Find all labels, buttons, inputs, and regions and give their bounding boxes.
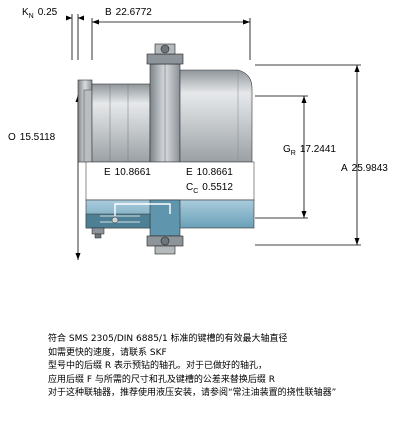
note-line: 型号中的后缀 R 表示预钻的轴孔。对于已做好的轴孔， bbox=[48, 361, 267, 372]
note-line: 符合 SMS 2305/DIN 6885/1 标准的键槽的有效最大轴直径 bbox=[48, 334, 288, 344]
note-line: 如需更快的速度，请联系 SKF bbox=[48, 347, 167, 358]
note-line: 对于这种联轴器，推荐使用液压安装，请参阅“常注油装置的挠性联轴器” bbox=[48, 388, 337, 399]
bolt-bottom-icon bbox=[146, 235, 184, 255]
coupling-sleeve bbox=[77, 63, 253, 163]
bolt-top-icon bbox=[146, 43, 184, 65]
screw-icon bbox=[91, 227, 105, 239]
notes-block: 符合 SMS 2305/DIN 6885/1 标准的键槽的有效最大轴直径 如需更… bbox=[48, 333, 404, 401]
coupling-section bbox=[85, 161, 255, 237]
note-line: 应用后缀 F 与所需的尺寸和孔及键槽的公差来替换后缀 R bbox=[48, 374, 276, 385]
